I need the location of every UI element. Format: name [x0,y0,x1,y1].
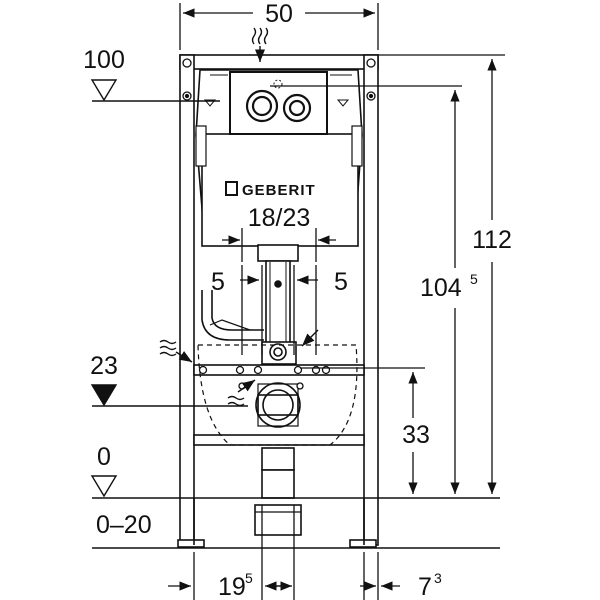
frame-height-label: 112 [472,226,512,254]
drain-pipe [201,244,299,344]
flush-height-label: 104 [420,274,462,302]
flush-buttons [245,79,312,123]
dim-outlet-height [300,367,425,494]
water-flow-icon [301,329,319,347]
bottom-left-label: 19 [218,573,246,600]
level-marker-filled-icon [90,384,248,407]
installation-frame [177,54,379,548]
outlet-height-label: 33 [402,421,430,449]
bottom-left-sup: 5 [245,570,253,586]
toilet-bowl-outline [197,344,358,446]
drain-width-label: 18/23 [248,204,311,232]
dim-bottom [168,505,400,600]
level-floor-label: 0 [97,443,111,471]
cistern [195,69,363,247]
water-flow-icon [227,379,256,407]
brand-logo: GEBERIT [225,181,316,199]
flush-height-sup: 5 [470,271,478,287]
water-flow-icon [251,27,269,62]
bottom-right-sup: 3 [434,570,442,586]
drain-left-label: 5 [211,268,225,296]
level-floor-range-label: 0–20 [96,511,152,539]
anchor-screws [182,58,376,101]
dim-drain-width [222,228,336,262]
dim-drain-offsets [240,265,318,355]
level-marker-open-icon [90,79,220,102]
brand-label: GEBERIT [242,182,316,199]
drain-right-label: 5 [334,268,348,296]
dim-frame-height [378,54,505,494]
level-marker-open-icon [90,475,118,498]
level-top-label: 100 [83,46,125,74]
dim-flush-height [270,85,462,494]
connection-outlet [254,341,302,536]
bottom-right-label: 7 [418,573,432,600]
level-mid-label: 23 [90,352,118,380]
water-flow-icon [159,339,193,363]
frame-width-label: 50 [265,0,293,28]
dim-frame-width [179,3,379,50]
